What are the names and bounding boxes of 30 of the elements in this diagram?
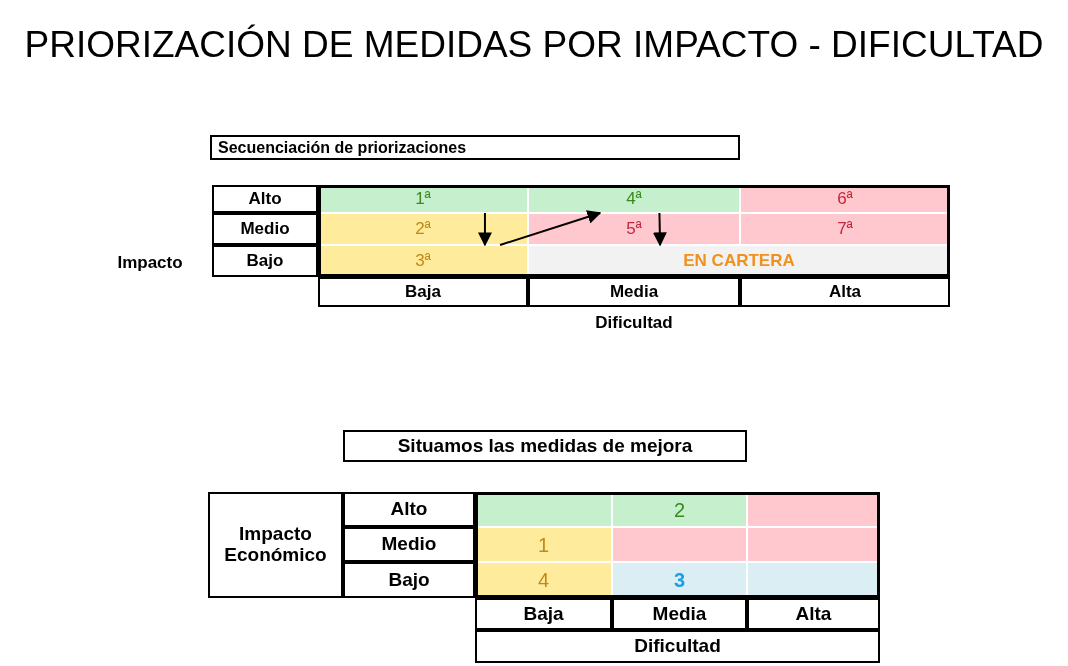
row-header: Alto <box>343 492 475 527</box>
row-header: Medio <box>343 527 475 562</box>
axis-label: Impacto <box>116 251 184 274</box>
row-header: Alto <box>212 185 318 213</box>
matrix-cell: 1 <box>475 527 612 562</box>
column-header: Baja <box>475 598 612 630</box>
arrow <box>499 210 602 246</box>
priority-cell: 7ª <box>740 213 950 245</box>
priority-cell: 3ª <box>318 245 528 277</box>
column-header: Baja <box>318 277 528 307</box>
priority-cell: 2ª <box>318 213 528 245</box>
section-heading: Situamos las medidas de mejora <box>343 430 747 462</box>
arrow <box>477 212 492 247</box>
priority-cell: EN CARTERA <box>528 245 950 277</box>
arrow <box>652 212 667 247</box>
column-header: Media <box>528 277 740 307</box>
row-header: Medio <box>212 213 318 245</box>
column-header: Media <box>612 598 747 630</box>
axis-label: Dificultad <box>594 311 674 334</box>
section-heading: Secuenciación de priorizaciones <box>210 135 740 160</box>
column-header: Alta <box>740 277 950 307</box>
row-group-header: Impacto Económico <box>208 492 343 598</box>
matrix-cell: 4 <box>475 562 612 598</box>
axis-label: Dificultad <box>475 630 880 663</box>
column-header: Alta <box>747 598 880 630</box>
row-header: Bajo <box>343 562 475 598</box>
matrix-cell: 3 <box>612 562 747 598</box>
row-header: Bajo <box>212 245 318 277</box>
page-title: PRIORIZACIÓN DE MEDIDAS POR IMPACTO - DIFICULTAD <box>23 23 1045 68</box>
priority-cell: 5ª <box>528 213 740 245</box>
